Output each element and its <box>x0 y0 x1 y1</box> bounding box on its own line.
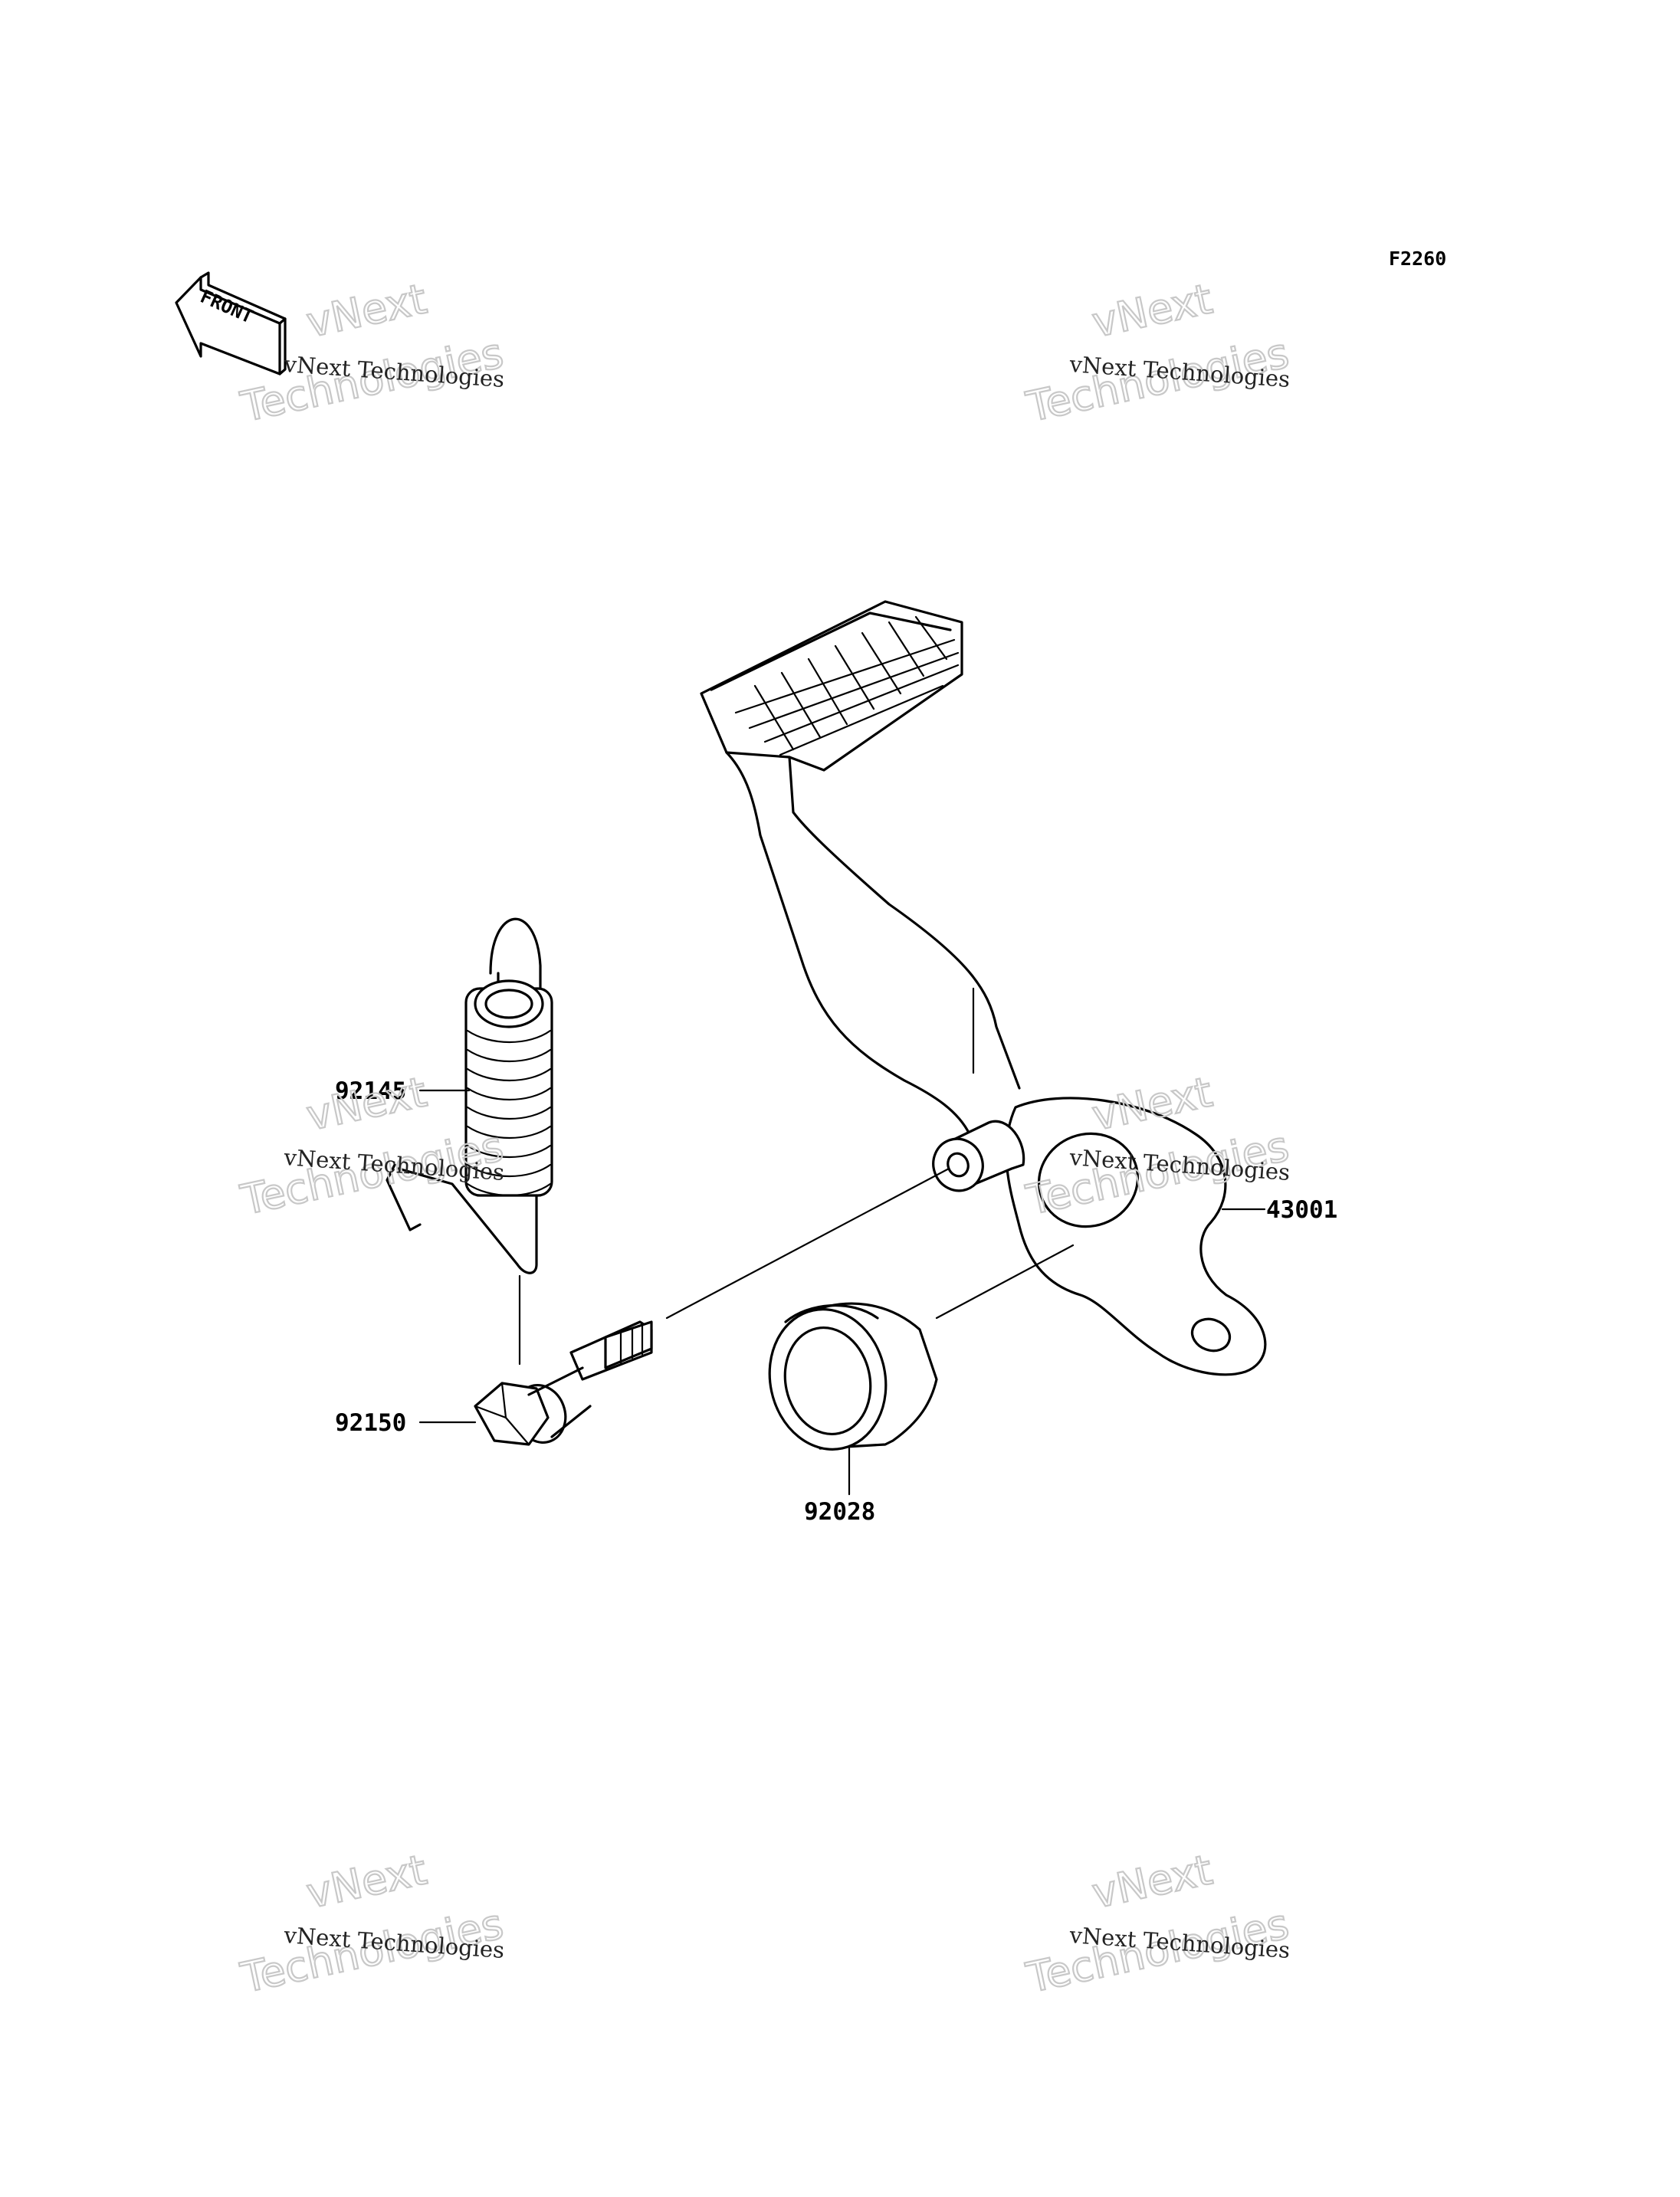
pivot-bolt-drawing <box>474 1320 653 1446</box>
watermark: vNext Technologies vNext Technologies <box>1022 1844 1294 2003</box>
svg-text:vNext: vNext <box>303 274 431 346</box>
front-arrow-icon: FRONT <box>175 271 287 375</box>
part-number-43001: 43001 <box>1266 1196 1337 1224</box>
part-number-92028: 92028 <box>804 1498 875 1526</box>
figure-code: F2260 <box>1389 248 1446 270</box>
watermark: vNext Technologies vNext Technologies <box>236 1844 509 2003</box>
svg-text:vNext: vNext <box>303 1845 431 1917</box>
part-number-92145: 92145 <box>335 1077 406 1105</box>
svg-text:vNext: vNext <box>1088 1845 1216 1917</box>
svg-text:vNext: vNext <box>303 1067 431 1139</box>
leader-lines <box>418 1089 1266 1496</box>
svg-text:vNext: vNext <box>1088 274 1216 346</box>
return-spring-drawing <box>386 917 553 1274</box>
assembly-lines <box>518 1167 1075 1366</box>
part-number-92150: 92150 <box>335 1409 406 1437</box>
brake-pedal-drawing <box>700 600 1267 1376</box>
watermark: vNext Technologies vNext Technologies <box>1022 274 1294 432</box>
bushing-drawing <box>768 1302 938 1451</box>
